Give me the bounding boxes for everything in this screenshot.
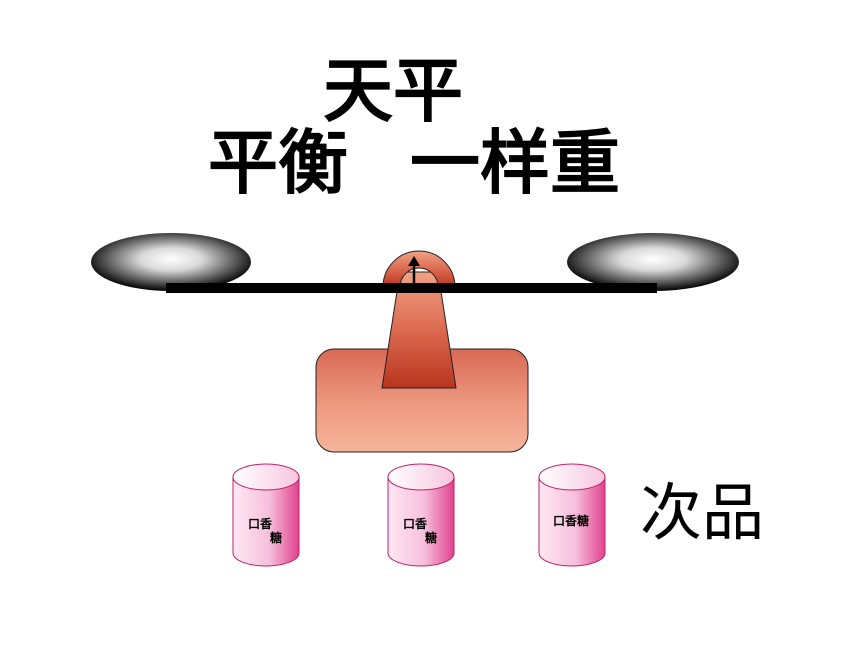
scale-pivot-arch — [382, 250, 456, 288]
title-equal-weight-text: 一样重 — [410, 122, 620, 204]
scale-beam — [166, 283, 657, 293]
title-balanced-text: 平衡 — [208, 122, 348, 204]
title-line-2: 平衡一样重 — [208, 128, 620, 198]
can-1 — [232, 463, 300, 567]
can-3 — [538, 463, 606, 567]
can-3-label: 口香糖 — [553, 514, 590, 528]
scale-pillar — [381, 271, 457, 389]
left-pan — [91, 233, 251, 291]
defective-label: 次品 — [640, 476, 765, 549]
can-2-label: 口香 糖 — [403, 517, 438, 545]
can-2 — [387, 463, 455, 567]
right-pan — [567, 233, 739, 291]
balance-pointer-arrowhead — [408, 256, 420, 266]
can-1-label: 口香 糖 — [248, 517, 283, 545]
title-line-1: 天平 — [323, 50, 463, 132]
